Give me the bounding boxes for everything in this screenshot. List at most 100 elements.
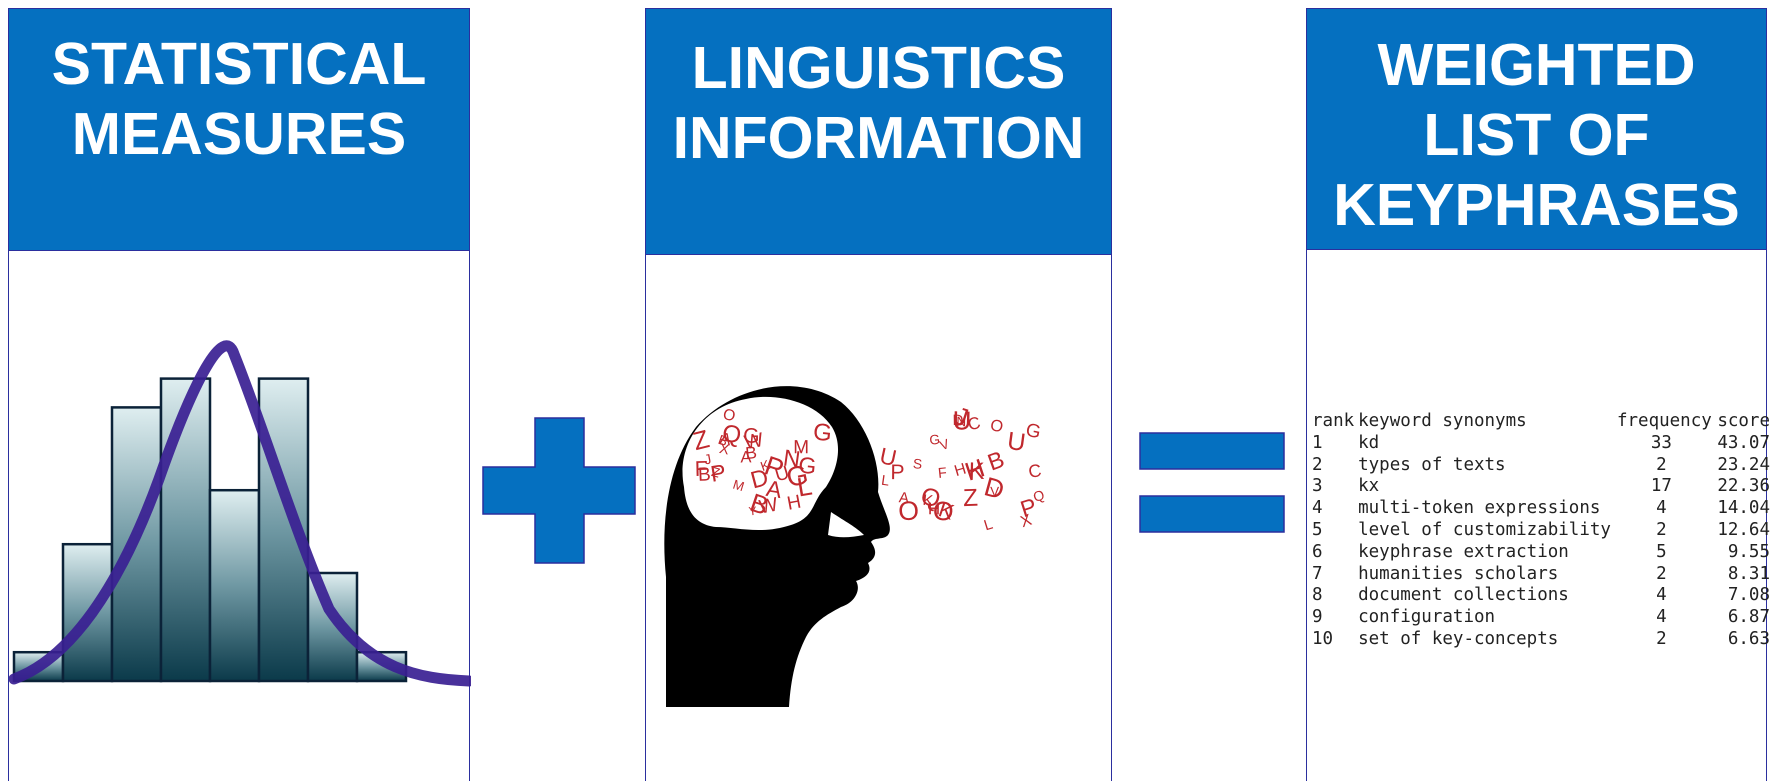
frequency-cell: 33 [1650,432,1672,453]
frequency-cell: 2 [1656,519,1667,540]
decorative-letter: X [718,441,731,459]
decorative-letter: P [890,461,904,484]
score-cell: 23.24 [1717,454,1770,475]
keyword-cell: set of key-concepts [1358,628,1559,649]
rank-cell: 3 [1312,476,1323,497]
header-score: score [1717,411,1770,431]
decorative-letter: J [703,450,713,467]
decorative-letter: P [1017,493,1040,522]
weighted-keyphrases-panel: WEIGHTED LIST OF KEYPHRASES [1306,8,1767,781]
decorative-letter: V [938,436,951,453]
decorative-letter: H [952,461,968,481]
decorative-letter: H [785,492,802,515]
decorative-letter: N [782,445,802,473]
rank-cell: 10 [1312,628,1334,649]
decorative-letter: M [731,477,746,495]
frequency-cell: 4 [1656,585,1667,606]
score-cell: 6.63 [1727,628,1770,649]
decorative-letter: B [698,464,712,486]
table-row: 3 kx 17 22.36 [1312,476,1770,498]
decorative-letter: Q [721,420,743,449]
rank-cell: 9 [1312,607,1323,628]
decorative-letter: L [982,517,995,535]
decorative-letter: A [898,489,911,507]
decorative-letter: U [877,442,899,471]
table-row: 7 humanities scholars 2 8.31 [1312,564,1770,586]
decorative-letter: B [744,442,757,463]
decorative-letter: G [929,432,941,448]
rank-cell: 1 [1312,432,1323,453]
rank-cell: 7 [1312,563,1323,584]
score-cell: 43.07 [1717,432,1770,453]
decorative-letter: G [743,425,760,448]
statistical-measures-panel: STATISTICAL MEASURES [8,8,471,781]
statistical-measures-title: STATISTICAL MEASURES [51,31,427,167]
rank-cell: 6 [1312,541,1323,562]
decorative-letter: A [764,475,784,503]
decorative-letter: S [912,456,922,472]
decorative-letter: K [968,459,985,485]
score-cell: 7.08 [1727,585,1770,606]
histogram-bar [159,377,212,683]
keyword-cell: humanities scholars [1358,563,1559,584]
rank-cell: 5 [1312,519,1323,540]
decorative-letter: A [718,429,733,450]
keyphrase-table: rank keyword synonyms frequency score 1 k… [1312,411,1770,651]
brain-area [682,396,839,531]
decorative-letter: F [694,457,708,481]
header-keyword: keyword synonyms [1358,411,1527,431]
decorative-letter: B [984,446,1007,476]
frequency-cell: 2 [1656,563,1667,584]
histogram-bar [208,488,261,683]
keyword-cell: kx [1358,476,1380,497]
weighted-keyphrases-header: WEIGHTED LIST OF KEYPHRASES [1307,9,1766,250]
table-row: 10 set of key-concepts 2 6.63 [1312,629,1770,651]
decorative-letter: P [709,459,728,487]
equals-icon [1139,432,1285,533]
table-header-row: rank keyword synonyms frequency score [1312,411,1770,433]
decorative-letter: M [793,437,809,458]
frequency-cell: 17 [1650,476,1672,497]
decorative-letter: U [1006,427,1028,457]
keyword-cell: kd [1358,432,1380,453]
decorative-letter: G [797,452,817,480]
decorative-letter: D [748,464,772,494]
histogram-illustration [9,340,471,687]
table-row: 5 level of customizability 2 12.64 [1312,520,1770,542]
score-cell: 14.04 [1717,498,1770,519]
decorative-letter: D [952,412,963,429]
decorative-letter: Z [690,425,712,456]
frequency-cell: 2 [1656,628,1667,649]
frequency-cell: 4 [1656,498,1667,519]
frequency-cell: 5 [1656,541,1667,562]
score-cell: 6.87 [1727,607,1770,628]
keyword-cell: keyphrase extraction [1358,541,1569,562]
decorative-letter: K [922,492,935,510]
keyword-cell: configuration [1358,607,1496,628]
decorative-letter: W [757,493,780,518]
decorative-letter: U [773,462,792,486]
header-frequency: frequency [1616,411,1712,431]
keyword-cell: level of customizability [1358,519,1611,540]
decorative-letter: V [990,484,999,499]
score-cell: 12.64 [1717,519,1770,540]
header-rank: rank [1312,411,1355,431]
decorative-letter: C [1027,460,1043,482]
frequency-cell: 2 [1656,454,1667,475]
normal-curve [9,340,471,687]
decorative-letter: H [928,499,941,518]
decorative-letter: L [795,471,814,503]
decorative-letter: Z [963,485,979,513]
decorative-letter: F [937,465,948,482]
score-cell: 22.36 [1717,476,1770,497]
decorative-letter: C [966,413,983,434]
rank-cell: 4 [1312,498,1323,519]
decorative-letter: O [989,416,1005,436]
table-row: 1 kd 33 43.07 [1312,433,1770,455]
keyword-cell: document collections [1358,585,1569,606]
score-cell: 8.31 [1727,563,1770,584]
